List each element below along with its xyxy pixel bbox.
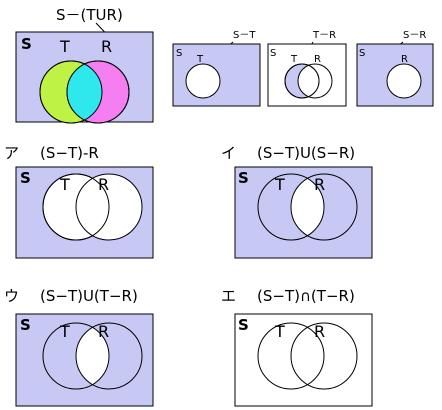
small-set-r-label-t-minus-r: R xyxy=(314,54,321,65)
small-diagram-s-minus-r: S－R S R xyxy=(356,30,434,107)
option-a-set-r-label: R xyxy=(98,175,109,194)
top-set-t-label: T xyxy=(59,37,70,56)
option-a-expression: (S−T)-R xyxy=(40,144,99,162)
option-e-set-t-label: T xyxy=(274,322,285,341)
option-i-intersection-region xyxy=(291,174,324,240)
option-e-r-circle xyxy=(290,322,358,390)
small-diagram-s-minus-t: S－T S T xyxy=(172,30,261,107)
small-set-t-label-t-minus-r: T xyxy=(290,54,298,65)
small-set-s-label-s-minus-r: S xyxy=(359,48,365,59)
option-u-set-r-label: R xyxy=(98,322,109,341)
option-u-r-circle xyxy=(75,322,143,390)
small-set-r-label-s-minus-r: R xyxy=(401,54,408,65)
option-a-set-t-label: T xyxy=(59,175,70,194)
small-r-circle-s-minus-r xyxy=(386,63,422,99)
option-u-set-t-label: T xyxy=(59,322,70,341)
option-a: ア (S−T)-R S T R xyxy=(4,144,154,259)
option-a-marker: ア xyxy=(4,144,19,162)
top-set-r-label: R xyxy=(101,37,112,56)
small-set-t-label-s-minus-t: T xyxy=(196,54,204,65)
top-diagram: S－(TUR) S T R xyxy=(15,6,154,124)
small-caption-s-minus-t: S－T xyxy=(233,30,256,41)
option-i-set-s-label: S xyxy=(238,169,249,187)
option-i-set-r-label: R xyxy=(314,175,325,194)
option-a-set-s-label: S xyxy=(20,169,31,187)
option-u-t-circle xyxy=(42,322,110,390)
option-u-set-s-label: S xyxy=(20,316,31,334)
option-a-t-outline xyxy=(42,173,110,241)
option-u-marker: ウ xyxy=(4,287,19,305)
option-u: ウ (S−T)U(T−R) S T R xyxy=(4,287,154,407)
option-e-set-s-label: S xyxy=(238,316,249,334)
top-caption: S－(TUR) xyxy=(56,6,123,24)
option-i-t-circle xyxy=(257,173,325,241)
option-e-universe-rect xyxy=(234,313,373,407)
small-caption-s-minus-r: S－R xyxy=(403,30,426,41)
option-i-expression: (S−T)U(S−R) xyxy=(257,144,355,162)
top-intersection-region xyxy=(67,61,102,123)
top-t-outline xyxy=(39,60,103,124)
top-set-s-label: S xyxy=(21,35,32,53)
option-e-expression: (S−T)∩(T−R) xyxy=(257,287,355,305)
small-diagram-t-minus-r: T－R S T R xyxy=(267,30,347,107)
option-u-intersection-region xyxy=(76,323,109,389)
option-e-set-r-label: R xyxy=(314,322,325,341)
top-r-outline xyxy=(66,60,130,124)
option-e-t-circle xyxy=(257,322,325,390)
small-t-circle-s-minus-t xyxy=(185,63,221,99)
small-intersection-t-minus-r xyxy=(298,64,319,98)
small-t-outline-t-minus-r xyxy=(284,63,320,99)
small-set-s-label-t-minus-r: S xyxy=(270,48,276,59)
small-set-s-label-s-minus-t: S xyxy=(176,48,182,59)
option-i-marker: イ xyxy=(221,144,236,162)
option-e: エ (S−T)∩(T−R) S T R xyxy=(221,287,373,407)
option-u-expression: (S−T)U(T−R) xyxy=(40,287,138,305)
option-i-r-circle xyxy=(290,173,358,241)
option-i-set-t-label: T xyxy=(274,175,285,194)
small-r-circle-t-minus-r xyxy=(297,63,333,99)
small-caption-t-minus-r: T－R xyxy=(312,30,336,41)
option-e-marker: エ xyxy=(221,287,236,305)
option-i: イ (S−T)U(S−R) S T R xyxy=(221,144,373,259)
